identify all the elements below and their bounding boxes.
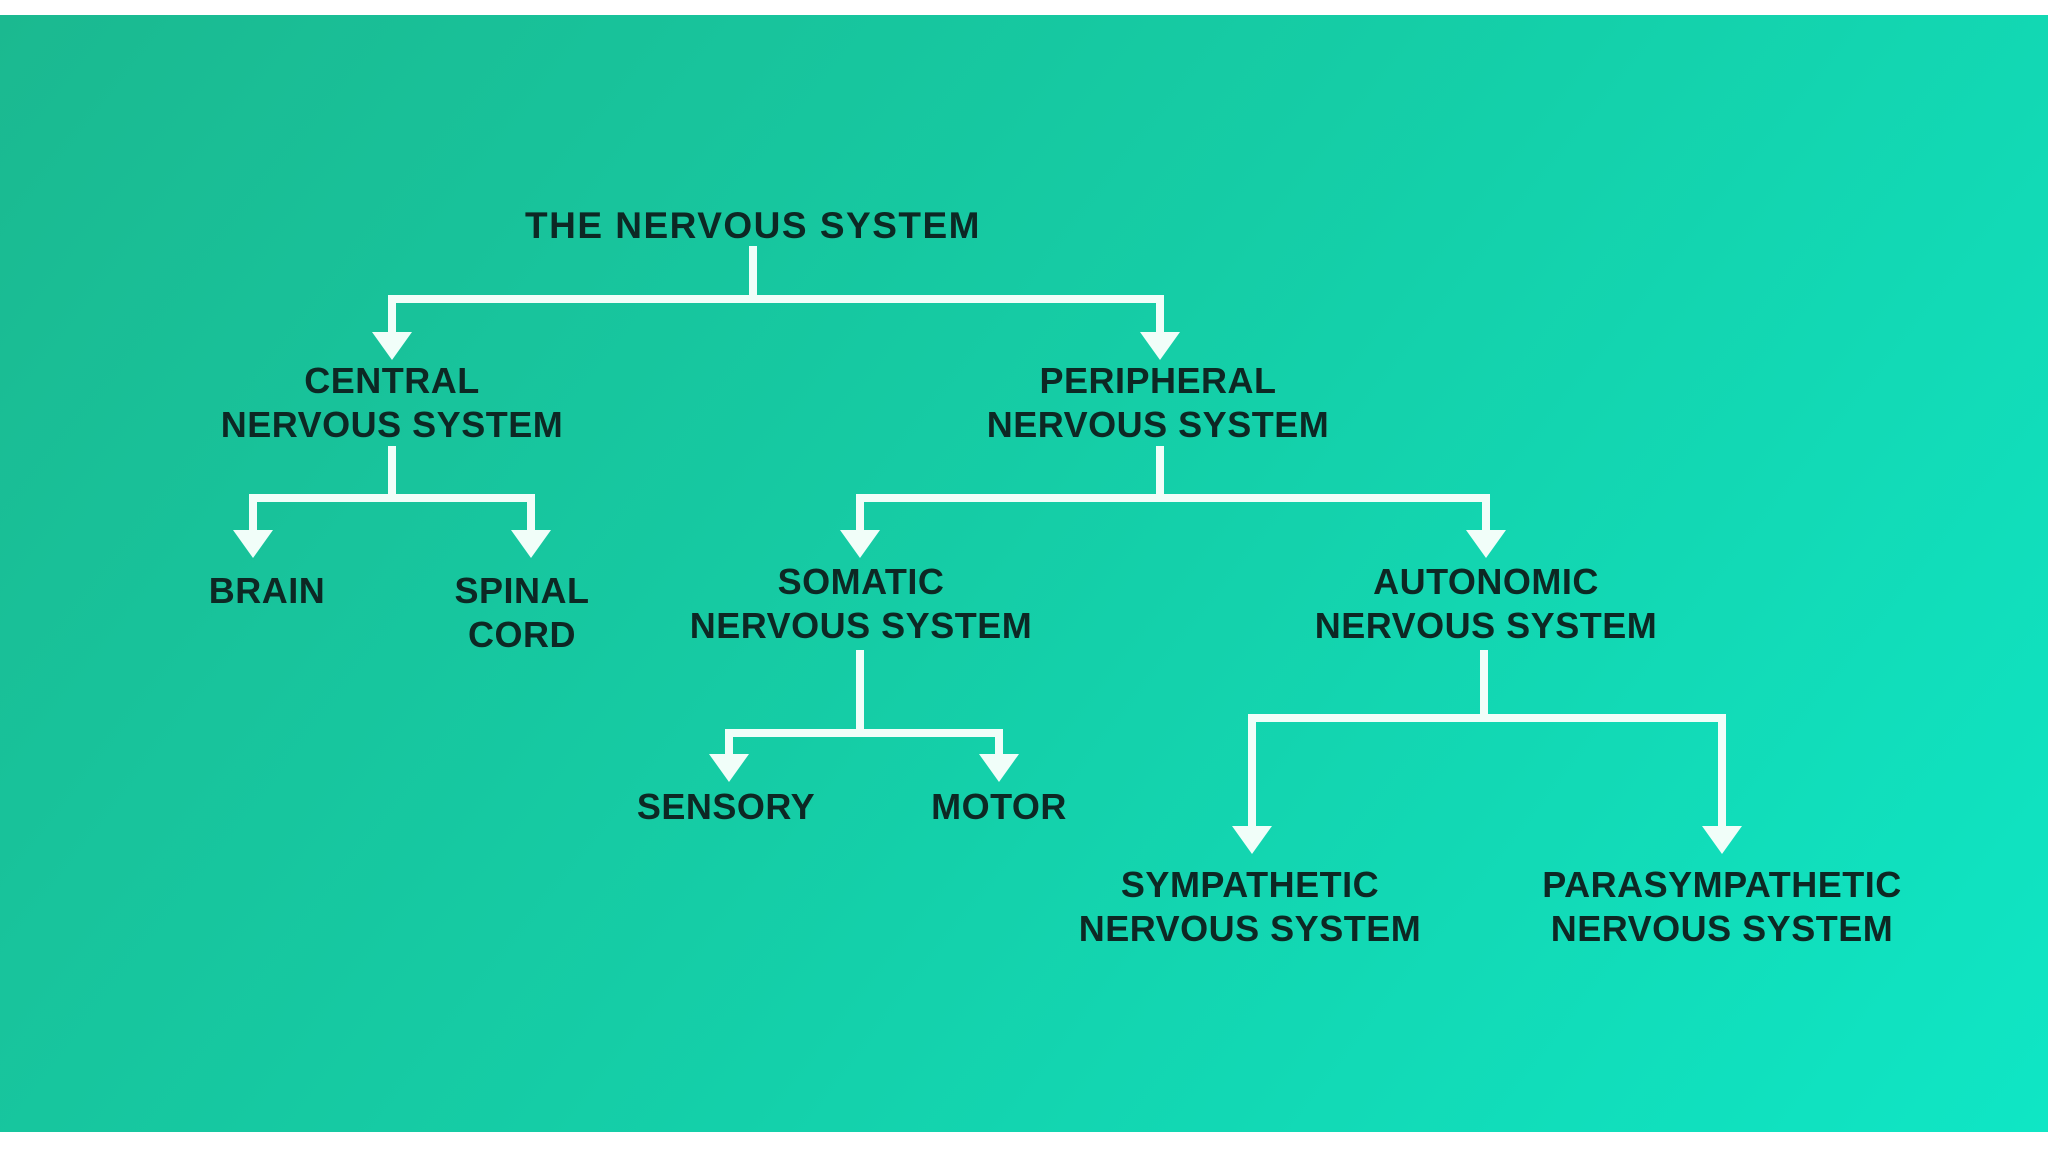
node-autonomic-nervous-system: AUTONOMIC NERVOUS SYSTEM	[1315, 560, 1657, 648]
node-label-line1: PERIPHERAL	[1039, 360, 1277, 401]
node-sympathetic-nervous-system: SYMPATHETIC NERVOUS SYSTEM	[1079, 863, 1421, 951]
node-peripheral-nervous-system: PERIPHERAL NERVOUS SYSTEM	[987, 359, 1329, 447]
node-label-line1: CENTRAL	[304, 360, 480, 401]
node-spinal-cord: SPINAL CORD	[454, 569, 589, 657]
node-label: SENSORY	[636, 786, 816, 827]
node-central-nervous-system: CENTRAL NERVOUS SYSTEM	[221, 359, 563, 447]
node-brain: BRAIN	[209, 569, 326, 613]
node-label-line2: NERVOUS SYSTEM	[1550, 908, 1894, 949]
node-the-nervous-system: THE NERVOUS SYSTEM	[525, 204, 981, 248]
node-motor: MOTOR	[931, 785, 1067, 829]
node-label: MOTOR	[931, 786, 1067, 827]
node-label-line1: SPINAL	[454, 570, 590, 611]
node-label-line1: AUTONOMIC	[1373, 561, 1599, 602]
node-label-line1: SOMATIC	[777, 561, 945, 602]
node-label: THE NERVOUS SYSTEM	[524, 205, 982, 246]
node-parasympathetic-nervous-system: PARASYMPATHETIC NERVOUS SYSTEM	[1542, 863, 1902, 951]
node-label-line2: NERVOUS SYSTEM	[1078, 908, 1422, 949]
node-label-line2: CORD	[467, 614, 576, 655]
node-label: BRAIN	[208, 570, 326, 611]
node-somatic-nervous-system: SOMATIC NERVOUS SYSTEM	[690, 560, 1032, 648]
node-label-line2: NERVOUS SYSTEM	[220, 404, 564, 445]
bottom-white-margin	[0, 1132, 2048, 1152]
top-white-margin	[0, 0, 2048, 15]
node-label-line2: NERVOUS SYSTEM	[689, 605, 1033, 646]
node-label-line1: PARASYMPATHETIC	[1542, 864, 1902, 905]
node-sensory: SENSORY	[637, 785, 815, 829]
node-label-line1: SYMPATHETIC	[1120, 864, 1380, 905]
diagram-background	[0, 15, 2048, 1132]
node-label-line2: NERVOUS SYSTEM	[986, 404, 1330, 445]
node-label-line2: NERVOUS SYSTEM	[1314, 605, 1658, 646]
